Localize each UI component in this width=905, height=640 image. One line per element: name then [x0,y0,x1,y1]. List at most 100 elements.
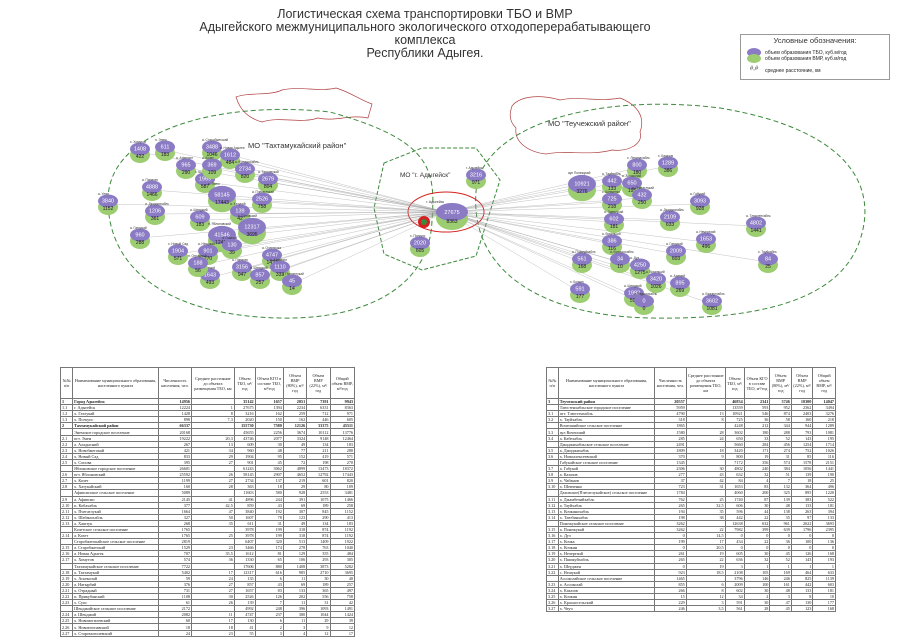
tbo-blob [670,276,690,290]
transport-link [445,167,638,213]
column-header: Объем КГО в составе ТБО, м³/год [254,367,284,399]
tbo-blob [282,274,302,288]
settlement-name: а. Нечерезий [696,230,716,234]
tbo-value: 369 [207,163,216,169]
column-header: Объем ВМР (80%), м³/год [282,367,308,399]
transport-link [445,211,677,255]
settlement-name: а. Старобжегокай [202,138,228,142]
vmr-value: 218 [608,204,617,210]
tbo-value: 1612 [224,153,236,159]
settlement-name: х. Тауйхабль [758,250,777,254]
title-line-3: Республики Адыгея. [366,46,484,60]
column-header: Объем ВМР (22%), м³/год [790,367,814,399]
table-cell: 45 [769,605,792,613]
column-header: №№ п/п [59,367,74,399]
vmr-value: 270 [204,256,213,262]
settlement-name: а. Тлюстенхабль [746,214,771,218]
settlement-name: а. Габукай [690,192,705,196]
vmr-value: 1466 [146,192,157,198]
column-header: Объем ВМР (22%), м³/год [306,367,331,399]
transport-link [204,181,447,213]
tbo-value: 611 [161,145,170,151]
legend-vmr-row: объем образования ВМР, куб.м/год [747,54,846,63]
table-cell: 4 [282,629,308,637]
vmr-value: 361 [151,216,160,222]
settlement-name: а. Тахтамукай [258,170,279,174]
table-cell: 3.27 [546,605,559,613]
tbo-blob [176,158,196,172]
column-header: Объем ТБО, м³/год [724,367,745,399]
vmr-value: 1152 [103,206,114,212]
title-line-1: Логистическая схема транспортировки ТБО … [277,7,573,21]
transport-link [261,201,447,213]
settlement-name: а. Тауйхабль [602,172,621,176]
transport-link [259,211,447,279]
tbo-blob [568,174,596,194]
district-label-left: МО "Тахтамукайский район" [248,141,347,150]
tbo-blob [208,185,236,205]
transport-link [244,171,447,213]
column-header: Среднее расстояние до объекта размещения… [685,367,726,399]
district-border-center [373,147,501,271]
tbo-value: 725 [607,197,616,203]
tbo-value: 561 [577,257,586,263]
tbo-blob [410,236,430,250]
vmr-value: 269 [676,288,685,294]
table-cell: х. Старомогилевский [72,629,159,637]
tbo-swatch-icon [747,48,761,57]
table-cell: 28 [743,605,771,613]
settlement-name: х. Кочкин [570,280,584,284]
district-outline-right [509,96,643,155]
transport-link [267,181,447,213]
vmr-value: 947 [238,272,247,278]
transport-link [107,203,447,213]
tbo-value: 4747 [266,253,278,259]
table-cell: 561 [724,605,745,613]
tbo-blob [622,176,642,190]
transport-link [445,185,633,213]
tbo-value: 432 [637,193,646,199]
transport-link [445,203,701,213]
tbo-value: 2020 [414,241,426,247]
column-header: Численность населения, чел. [157,367,193,399]
tbo-blob [658,156,678,170]
table-cell: 24 [157,629,193,637]
tbo-value: 965 [181,163,190,169]
legend-vmr-label: объем образования ВМР, куб.м/год [765,55,847,62]
vmr-value: 180 [633,170,642,176]
tbo-value: 3488 [206,145,218,151]
settlement-name: а. Гатлукай [666,242,683,246]
settlement-name: х. Хомутов [130,140,146,144]
tbo-value: 3093 [694,199,706,205]
column-header: Численность населения, чел. [654,367,687,399]
tbo-value: 4250 [634,263,646,269]
vmr-value: 177 [576,294,585,300]
tbo-blob [155,140,175,154]
transport-link [211,149,447,213]
